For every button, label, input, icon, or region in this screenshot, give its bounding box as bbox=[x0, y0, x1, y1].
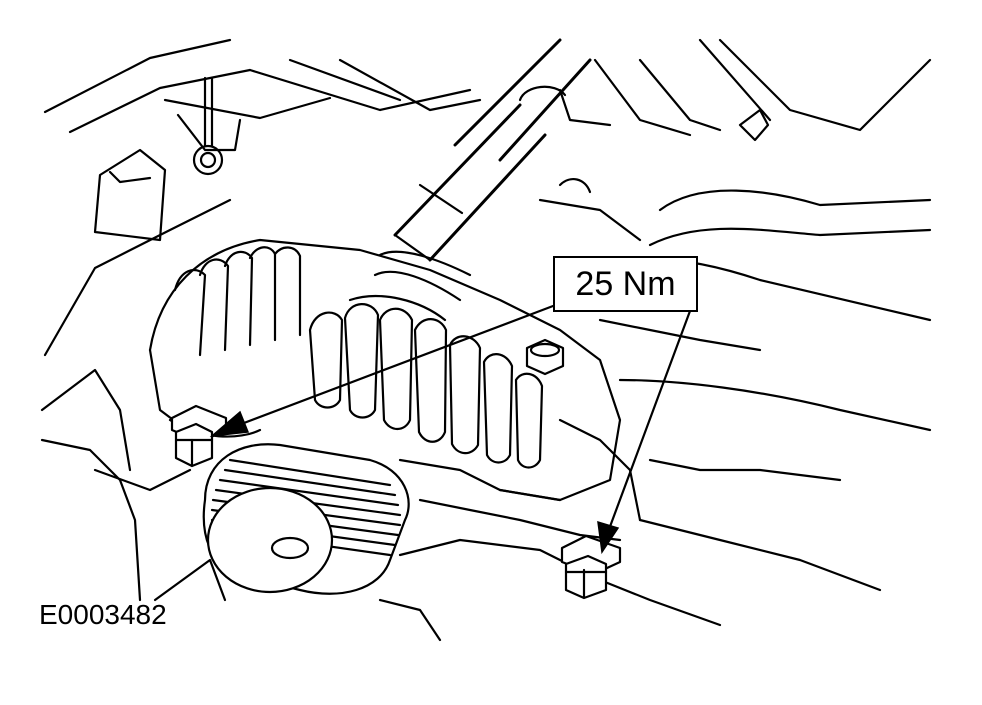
torque-callout: 25 Nm bbox=[553, 256, 698, 312]
lower-right-mounting-bolt bbox=[560, 534, 622, 600]
arrowhead-right bbox=[597, 520, 620, 555]
rear-nut bbox=[525, 338, 565, 376]
figure-id: E0003482 bbox=[39, 599, 167, 630]
alternator-pulley bbox=[202, 443, 410, 595]
arrowhead-left bbox=[209, 410, 250, 438]
coolant-hoses bbox=[348, 38, 642, 322]
alternator bbox=[148, 238, 642, 542]
torque-leader-lines bbox=[209, 304, 692, 555]
cooling-fins-front bbox=[308, 303, 544, 469]
engine-background bbox=[40, 38, 932, 642]
cooling-fins-left bbox=[173, 246, 302, 357]
upper-left-mounting-bolt bbox=[170, 404, 228, 468]
